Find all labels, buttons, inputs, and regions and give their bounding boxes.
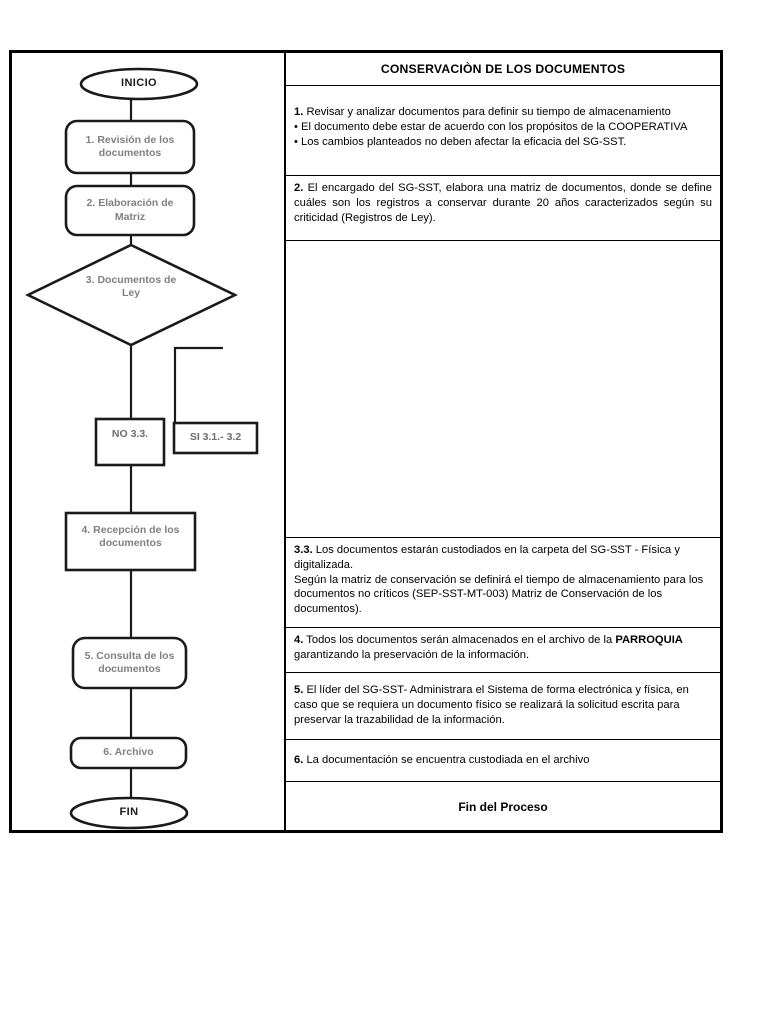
node-step4-shape <box>64 511 197 572</box>
node-end-shape <box>69 796 189 830</box>
row1-line1-number: 1. <box>294 106 304 118</box>
flowchart-canvas <box>25 67 259 830</box>
row5-text: El líder del SG-SST- Administrara el Sis… <box>294 684 689 726</box>
row33-line1: 3.3. Los documentos estarán custodiados … <box>294 543 712 573</box>
node-step2-shape <box>64 184 196 237</box>
row6-number: 6. <box>294 754 304 766</box>
procedure-row-1: 1. Revisar y analizar documentos para de… <box>286 86 720 176</box>
row2-number: 2. <box>294 182 304 194</box>
procedure-title: CONSERVACIÒN DE LOS DOCUMENTOS <box>286 53 720 86</box>
row1-line2: • El documento debe estar de acuerdo con… <box>294 120 712 135</box>
row1-line3: • Los cambios planteados no deben afecta… <box>294 135 712 150</box>
row4-text-before: Todos los documentos serán almacenados e… <box>303 634 616 646</box>
row33-text: Los documentos estarán custodiados en la… <box>294 544 680 571</box>
row6-text: La documentación se encuentra custodiada… <box>303 754 590 766</box>
row1-line3-bullet: • <box>294 135 298 148</box>
row4-number: 4. <box>294 634 304 646</box>
procedure-row-blank <box>286 241 720 538</box>
row1-line3-text: Los cambios planteados no deben afectar … <box>297 135 627 148</box>
row33-number: 3.3. <box>294 544 313 556</box>
procedure-row-3-3: 3.3. Los documentos estarán custodiados … <box>286 538 720 628</box>
row2-paragraph: 2. El encargado del SG-SST, elabora una … <box>294 181 712 225</box>
row2-text: El encargado del SG-SST, elabora una mat… <box>294 182 712 224</box>
row5-number: 5. <box>294 684 304 696</box>
row6-paragraph: 6. La documentación se encuentra custodi… <box>294 753 712 768</box>
fin-del-proceso-label: Fin del Proceso <box>458 800 548 815</box>
node-branch-si-shape <box>172 421 259 455</box>
procedure-row-4: 4. Todos los documentos serán almacenado… <box>286 628 720 673</box>
process-document-frame: INICIO 1. Revisión de los documentos 2. … <box>9 50 723 833</box>
procedure-text-pane: CONSERVACIÒN DE LOS DOCUMENTOS 1. Revisa… <box>286 53 720 830</box>
procedure-row-5: 5. El líder del SG-SST- Administrara el … <box>286 673 720 740</box>
row1-line2-bullet: • <box>294 120 298 133</box>
row1-line1: 1. Revisar y analizar documentos para de… <box>294 105 712 120</box>
node-start-shape <box>79 67 199 101</box>
procedure-row-2: 2. El encargado del SG-SST, elabora una … <box>286 176 720 241</box>
node-step5-shape <box>71 636 188 690</box>
row4-bold-word: PARROQUIA <box>615 634 683 646</box>
row4-paragraph: 4. Todos los documentos serán almacenado… <box>294 633 712 663</box>
node-decision-shape <box>25 243 239 347</box>
flowchart-pane: INICIO 1. Revisión de los documentos 2. … <box>12 53 286 830</box>
row33-line2: Según la matriz de conservación se defin… <box>294 573 704 616</box>
procedure-row-fin: Fin del Proceso <box>286 782 720 833</box>
node-step1-shape <box>64 119 196 175</box>
node-branch-no-shape <box>94 417 166 467</box>
procedure-row-6: 6. La documentación se encuentra custodi… <box>286 740 720 782</box>
row4-text-after: garantizando la preservación de la infor… <box>294 648 530 661</box>
connector-decision-to-si <box>173 346 223 423</box>
row1-line1-text: Revisar y analizar documentos para defin… <box>303 106 671 118</box>
node-step6-shape <box>69 736 188 770</box>
row5-paragraph: 5. El líder del SG-SST- Administrara el … <box>294 683 712 727</box>
row1-line2-text: El documento debe estar de acuerdo con l… <box>297 120 688 133</box>
